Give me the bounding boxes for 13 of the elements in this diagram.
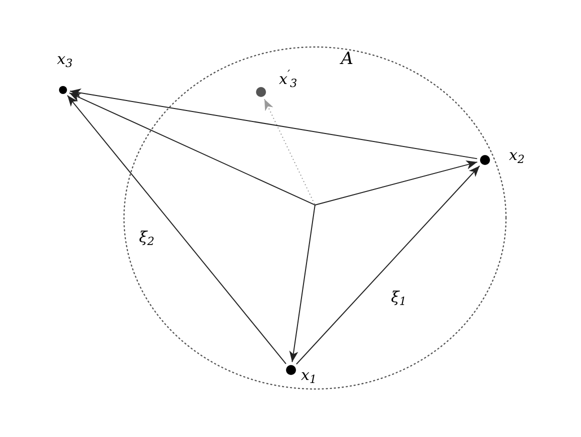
arrow <box>296 165 480 365</box>
point-label: x$_{3}$ <box>57 52 73 67</box>
edge-label: ξ$_{2}$ <box>139 230 154 245</box>
point-label: x$_{1}$ <box>301 368 317 383</box>
edge-label: ξ$_{1}$ <box>391 290 406 305</box>
arrow <box>66 94 286 364</box>
arrow <box>289 206 316 363</box>
arrow <box>264 98 316 205</box>
arrow <box>68 92 315 206</box>
point-label: x$_{2}$ <box>509 148 525 163</box>
arrow <box>315 160 478 206</box>
arrow <box>69 88 478 160</box>
region-label: A <box>341 51 354 68</box>
